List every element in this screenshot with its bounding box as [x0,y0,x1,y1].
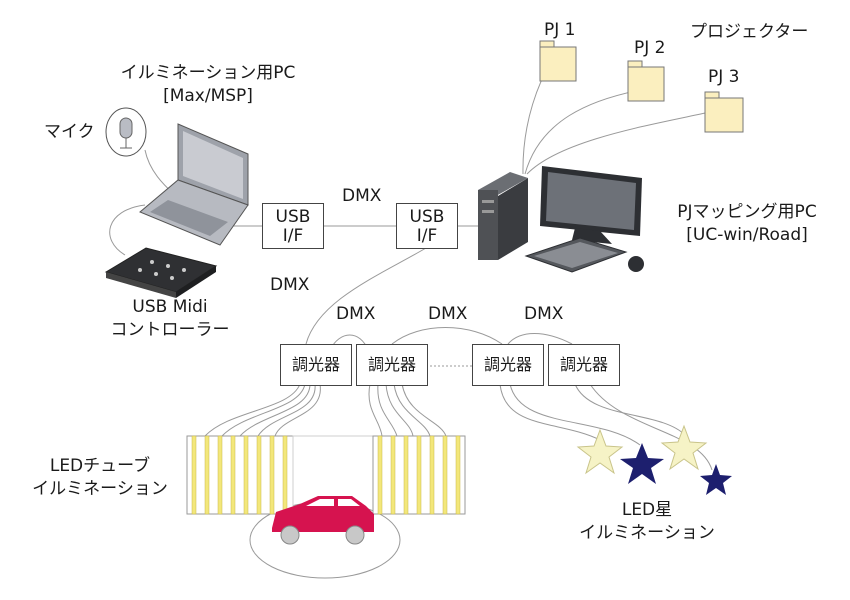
wire-star-a [499,383,601,441]
led-star-label-line2: イルミネーション [579,523,715,543]
microphone-icon [105,107,147,157]
usb-midi-label-line1: USB Midi [132,297,208,317]
wire-tube-b [221,383,306,437]
dmx-label-left: DMX [270,275,310,295]
pj-mapping-label-line1: PJマッピング用PC [677,202,817,222]
wire-tube-e [274,383,321,437]
desktop-tower-icon [478,172,528,260]
wire-tube-h [385,383,414,437]
wire-dmx-2 [391,327,503,345]
mouse-icon [628,256,644,272]
usb-if-2: USB I/F [396,203,458,249]
dmx-label-top: DMX [342,186,382,206]
star-pale-1-icon [576,428,624,475]
usb-if-2-line1: USB [409,207,445,227]
wire-tube-g [377,383,398,437]
pj-mapping-label-line2: [UC-win/Road] [686,225,808,245]
dimmer-1: 調光器 [280,344,352,386]
keyboard-icon [524,237,628,273]
wire-tube-a [204,383,301,437]
pj2-label: PJ 2 [634,38,666,58]
wire-star-d [589,383,713,471]
pj1-label: PJ 1 [544,20,576,40]
dmx-label-2: DMX [428,304,468,324]
midi-controller-icon [104,247,218,298]
wire-usbif2-dimmers [305,247,427,345]
dimmer-2: 調光器 [356,344,428,386]
wire-tube-j [401,383,447,437]
wire-laptop-midi [109,204,146,256]
usb-if-1-line1: USB [275,207,311,227]
star-navy-2-icon [700,464,732,495]
wire-dmx-3 [507,333,573,345]
dimmer-4: 調光器 [548,344,620,386]
pj3-label: PJ 3 [708,67,740,87]
led-tube-label-line1: LEDチューブ [49,456,151,476]
projector-2-icon [627,60,665,102]
dimmer-3: 調光器 [472,344,544,386]
usb-if-1-line2: I/F [282,226,304,246]
laptop-icon [139,123,249,246]
star-pale-2-icon [660,424,708,471]
projector-label: プロジェクター [690,22,809,42]
wire-star-c [574,383,686,436]
wire-pc-pj2 [524,89,641,175]
wire-tube-f [368,383,383,437]
wire-tube-c [239,383,311,437]
illum-pc-label-line1: イルミネーション用PC [120,63,296,83]
car-icon [272,496,374,545]
wire-tube-d [257,383,316,437]
dmx-label-1: DMX [336,304,376,324]
usb-if-2-line2: I/F [416,226,438,246]
led-tube-right [372,435,466,515]
usb-midi-label-line2: コントローラー [110,320,230,340]
wire-tube-i [393,383,431,437]
dmx-label-3: DMX [524,304,564,324]
led-tube-left [186,435,294,515]
led-tube-label-line2: イルミネーション [32,479,168,499]
mic-label: マイク [44,122,95,142]
wire-star-b [509,383,641,446]
wire-pc-pj3 [526,111,711,175]
usb-if-1: USB I/F [262,203,324,249]
projector-1-icon [539,40,577,82]
led-star-label-line1: LED星 [621,500,673,520]
illum-pc-label-line2: [Max/MSP] [163,86,253,106]
star-navy-1-icon [620,443,664,484]
projector-3-icon [704,91,744,133]
monitor-icon [540,166,642,244]
